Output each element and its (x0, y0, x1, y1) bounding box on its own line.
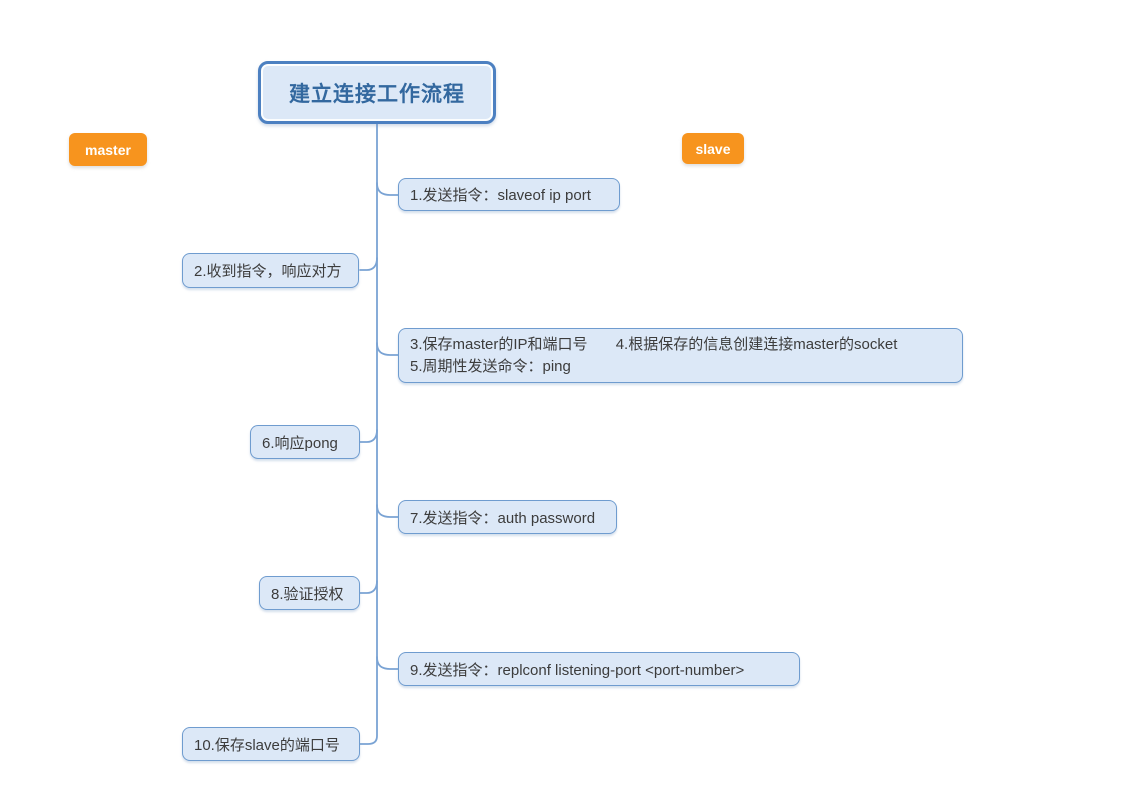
trunk-line (359, 123, 378, 745)
node-step-3-5[interactable]: 3.保存master的IP和端口号 4.根据保存的信息创建连接master的so… (398, 328, 963, 383)
node-step-2-label: 2.收到指令，响应对方 (194, 263, 342, 280)
branch-line-step-3-5 (376, 342, 399, 356)
node-step-3-5-line1: 3.保存master的IP和端口号 4.根据保存的信息创建连接master的so… (410, 334, 951, 356)
node-step-8[interactable]: 8.验证授权 (259, 576, 360, 610)
node-step-1-label: 1.发送指令：slaveof ip port (410, 187, 591, 204)
master-badge-label: master (85, 141, 131, 158)
node-step-5-label: 5.周期性发送命令：ping (410, 358, 571, 375)
slave-badge-label: slave (695, 140, 731, 157)
node-step-8-label: 8.验证授权 (271, 585, 344, 603)
node-step-7-label: 7.发送指令：auth password (410, 509, 596, 527)
branch-line-step-6 (359, 429, 378, 443)
node-step-3-label: 3.保存master的IP和端口号 (410, 336, 588, 353)
node-step-10[interactable]: 10.保存slave的端口号 (182, 727, 360, 761)
branch-line-step-1 (376, 182, 399, 196)
master-badge[interactable]: master (69, 133, 147, 166)
node-step-6-label: 6.响应pong (262, 434, 338, 452)
branch-line-step-7 (376, 504, 399, 518)
node-step-9[interactable]: 9.发送指令：replconf listening-port <port-num… (398, 652, 800, 686)
root-node-label: 建立连接工作流程 (289, 82, 465, 106)
node-step-6[interactable]: 6.响应pong (250, 425, 360, 459)
branch-line-step-2 (359, 257, 378, 271)
node-step-1[interactable]: 1.发送指令：slaveof ip port (398, 178, 620, 211)
branch-line-step-9 (376, 656, 399, 670)
node-step-10-label: 10.保存slave的端口号 (194, 736, 340, 754)
node-step-4-label: 4.根据保存的信息创建连接master的socket (615, 336, 898, 353)
branch-line-step-8 (359, 580, 378, 594)
root-node[interactable]: 建立连接工作流程 (258, 61, 496, 124)
node-step-2[interactable]: 2.收到指令，响应对方 (182, 253, 359, 288)
slave-badge[interactable]: slave (682, 133, 744, 164)
node-step-9-label: 9.发送指令：replconf listening-port <port-num… (410, 661, 745, 679)
node-step-7[interactable]: 7.发送指令：auth password (398, 500, 617, 534)
